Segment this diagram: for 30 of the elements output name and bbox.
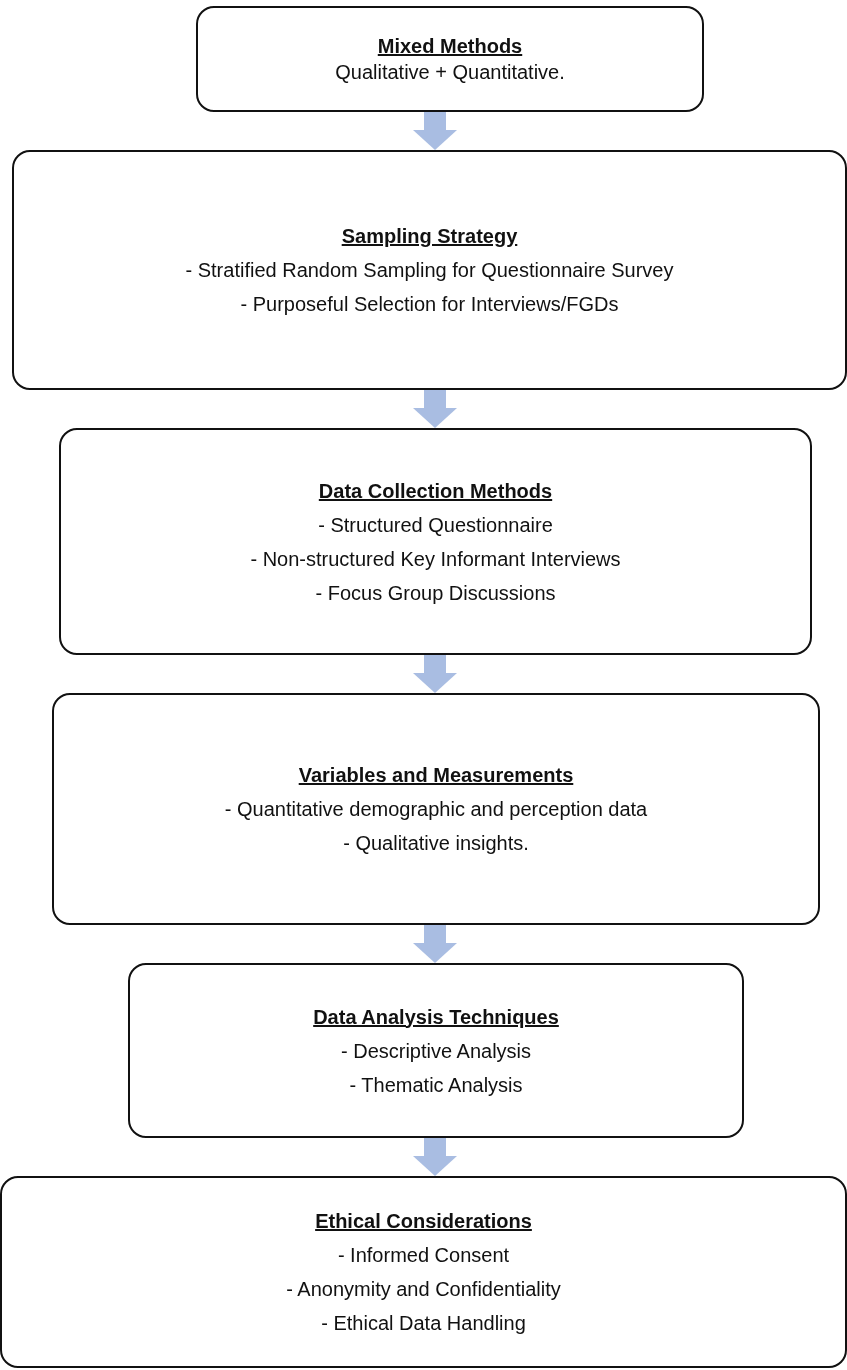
process-box xyxy=(52,693,820,925)
process-box xyxy=(128,963,744,1138)
box-heading: Data Analysis Techniques xyxy=(313,1004,559,1029)
box-text: - Focus Group Discussions xyxy=(315,580,556,605)
box-text: - Quantitative demographic and perception data xyxy=(224,797,648,821)
box-text: - Structured Questionnaire xyxy=(318,512,553,537)
box-text: - Thematic Analysis xyxy=(349,1072,523,1097)
box-heading: Mixed Methods xyxy=(377,34,523,58)
box-text: - Purposeful Selection for Interviews/FGDs xyxy=(240,292,619,316)
box-text: - Informed Consent xyxy=(337,1243,510,1267)
arrow xyxy=(413,112,457,150)
box-heading: Data Collection Methods xyxy=(318,478,553,503)
arrow xyxy=(413,655,457,693)
box-text: Qualitative + Quantitative. xyxy=(335,60,565,84)
process-box xyxy=(59,428,812,655)
box-heading: Sampling Strategy xyxy=(341,224,518,248)
box-heading: Ethical Considerations xyxy=(315,1209,532,1233)
box-text: - Anonymity and Confidentiality xyxy=(286,1277,561,1301)
box-text: - Ethical Data Handling xyxy=(321,1311,526,1335)
box-text: - Qualitative insights. xyxy=(343,831,529,855)
arrow xyxy=(413,1138,457,1176)
process-box xyxy=(12,150,847,390)
arrow xyxy=(413,390,457,428)
process-box xyxy=(196,6,704,112)
process-box xyxy=(0,1176,847,1368)
box-text: - Descriptive Analysis xyxy=(340,1038,532,1063)
box-text: - Non-structured Key Informant Interviews xyxy=(250,546,621,571)
box-text: - Stratified Random Sampling for Questionnaire Survey xyxy=(185,258,674,282)
arrow xyxy=(413,925,457,963)
box-heading: Variables and Measurements xyxy=(298,763,574,787)
